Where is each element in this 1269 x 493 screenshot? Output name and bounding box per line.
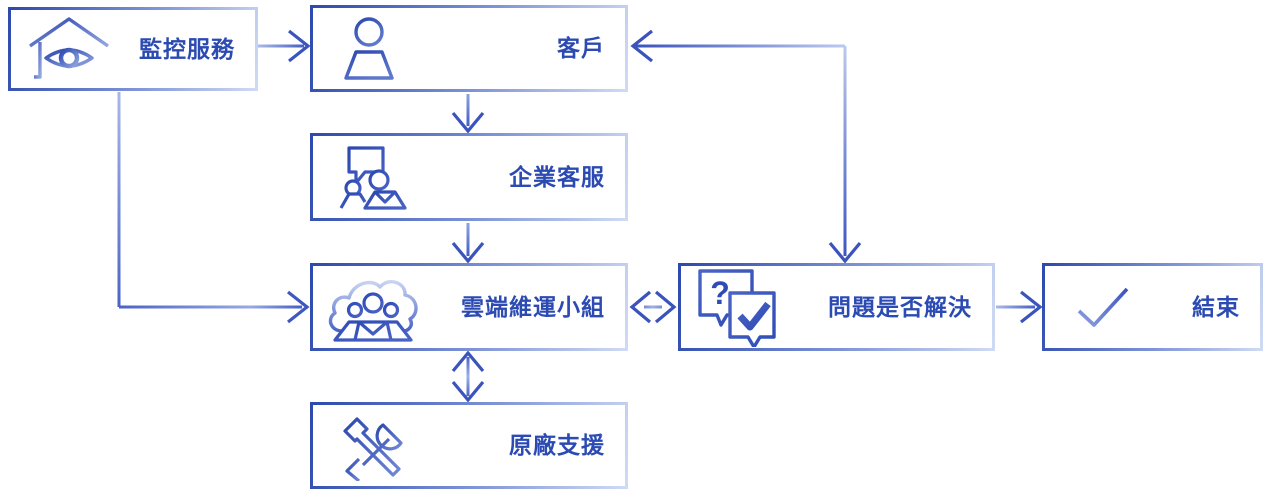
edge-issue-customer-down-arrowhead: [828, 241, 862, 264]
node-label: 監控服務: [139, 35, 235, 62]
support-agent-icon: [339, 144, 407, 210]
node-vendor-support: 原廠支援: [310, 402, 628, 489]
edge-cloud-vendor-up-arrowhead: [451, 350, 485, 373]
edge-customer-enterprise-arrowhead: [451, 111, 485, 134]
cloud-team-icon: [327, 270, 419, 344]
person-icon: [341, 16, 397, 81]
node-label: 企業客服: [509, 163, 605, 190]
checkmark-icon: [1075, 285, 1131, 329]
node-label: 問題是否解決: [828, 293, 972, 320]
house-eye-icon: [25, 13, 113, 85]
question-check-bubbles-icon: ?: [696, 267, 778, 347]
tools-icon: [337, 411, 405, 481]
node-customer: 客戶: [310, 5, 628, 92]
node-label: 客戶: [557, 35, 605, 61]
node-enterprise-service: 企業客服: [310, 133, 628, 221]
node-issue-resolved: ? 問題是否解決: [678, 263, 995, 351]
edge-cloud-vendor-down-arrowhead: [451, 380, 485, 403]
node-label: 結束: [1192, 293, 1240, 320]
node-label: 雲端維運小組: [461, 293, 605, 320]
node-label: 原廠支援: [509, 432, 605, 458]
edge-cloud-issue-right-arrowhead: [654, 290, 677, 324]
edge-issue-end-arrowhead: [1020, 290, 1043, 324]
node-cloud-ops: 雲端維運小組: [310, 263, 628, 351]
edge-monitoring-customer-arrowhead: [288, 29, 311, 63]
edge-monitoring-cloud-arrowhead: [287, 290, 310, 324]
question-mark-glyph: ?: [710, 275, 730, 311]
edge-issue-customer-left-arrowhead: [630, 29, 653, 63]
edge-enterprise-cloud-arrowhead: [451, 241, 485, 264]
node-end: 結束: [1042, 263, 1263, 351]
node-monitoring: 監控服務: [8, 7, 258, 91]
edge-cloud-issue-left-arrowhead: [629, 290, 652, 324]
